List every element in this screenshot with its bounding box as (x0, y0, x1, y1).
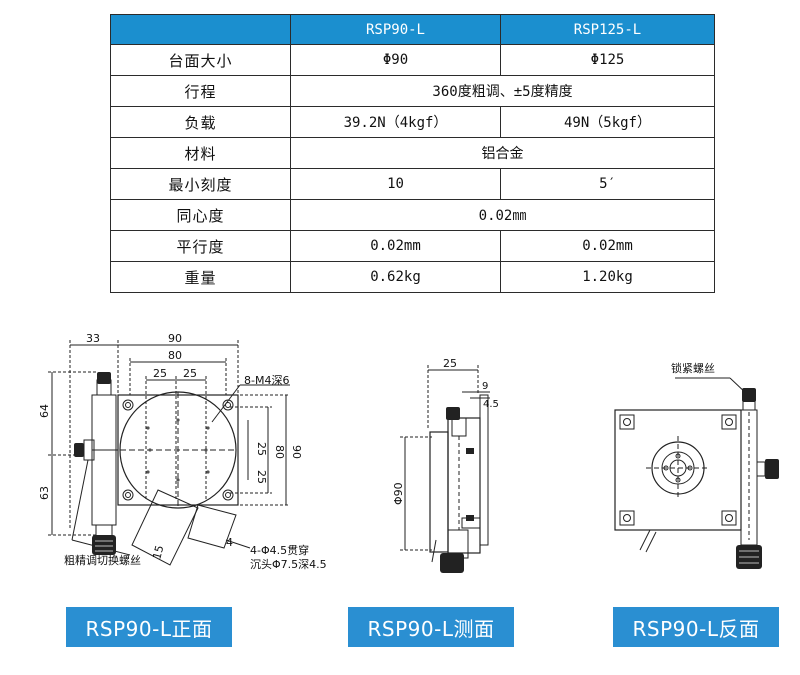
row-label: 最小刻度 (110, 168, 291, 200)
cell-value: 1.20kg (500, 261, 715, 293)
dim-4: 4 (226, 536, 233, 549)
table-row: 台面大小 Φ90 Φ125 (110, 44, 715, 76)
table-row: 材料 铝合金 (110, 137, 715, 169)
dim-25-d: 25 (255, 470, 268, 484)
row-label: 材料 (110, 137, 291, 169)
dim-80-top: 80 (168, 349, 182, 362)
dim-64: 64 (38, 404, 51, 418)
table-row: 最小刻度 10 5′ (110, 168, 715, 200)
dim-25-side: 25 (443, 357, 457, 370)
dim-25-b: 25 (183, 367, 197, 380)
dim-4-5-side: 4.5 (483, 399, 499, 410)
cell-value: 0.62kg (290, 261, 501, 293)
cell-value: 0.02mm (290, 230, 501, 262)
dim-80-right: 80 (273, 445, 286, 459)
dim-25-a: 25 (153, 367, 167, 380)
row-label: 同心度 (110, 199, 291, 231)
cell-value: 39.2N（4kgf） (290, 106, 501, 138)
cell-value-merged: 0.02㎜ (290, 199, 715, 231)
dim-9-side: 9 (482, 381, 488, 392)
caption-front-view: RSP90-L正面 (66, 607, 232, 647)
dim-90-right: 90 (290, 445, 303, 459)
cell-value-merged: 360度粗调、±5度精度 (290, 75, 715, 107)
table-header-rsp125: RSP125-L (500, 14, 715, 45)
dim-63: 63 (38, 486, 51, 500)
row-label: 平行度 (110, 230, 291, 262)
cell-value: 0.02mm (500, 230, 715, 262)
note-through-holes: 4-Φ4.5贯穿 (250, 543, 309, 557)
table-row: 同心度 0.02㎜ (110, 199, 715, 231)
spec-table: RSP90-L RSP125-L 台面大小 Φ90 Φ125 行程 360度粗调… (110, 14, 715, 293)
note-lock-screw: 锁紧螺丝 (671, 361, 715, 375)
note-counterbore: 沉头Φ7.5深4.5 (250, 558, 327, 571)
dim-25-c: 25 (255, 442, 268, 456)
table-row: 行程 360度粗调、±5度精度 (110, 75, 715, 107)
caption-back-view: RSP90-L反面 (613, 607, 779, 647)
dim-15: 15 (150, 544, 166, 561)
caption-side-view: RSP90-L测面 (348, 607, 514, 647)
dim-33: 33 (86, 332, 100, 345)
cell-value-merged: 铝合金 (290, 137, 715, 169)
row-label: 行程 (110, 75, 291, 107)
dim-90-top: 90 (168, 332, 182, 345)
table-row: 平行度 0.02mm 0.02mm (110, 230, 715, 262)
note-threaded-holes: 8-M4深6 (244, 374, 289, 387)
cell-value: Φ125 (500, 44, 715, 76)
note-adjust-screw: 粗精调切换螺丝 (64, 553, 141, 567)
table-header-blank (110, 14, 291, 45)
dim-phi90-side: Φ90 (392, 482, 405, 505)
table-row: 重量 0.62kg 1.20kg (110, 261, 715, 293)
